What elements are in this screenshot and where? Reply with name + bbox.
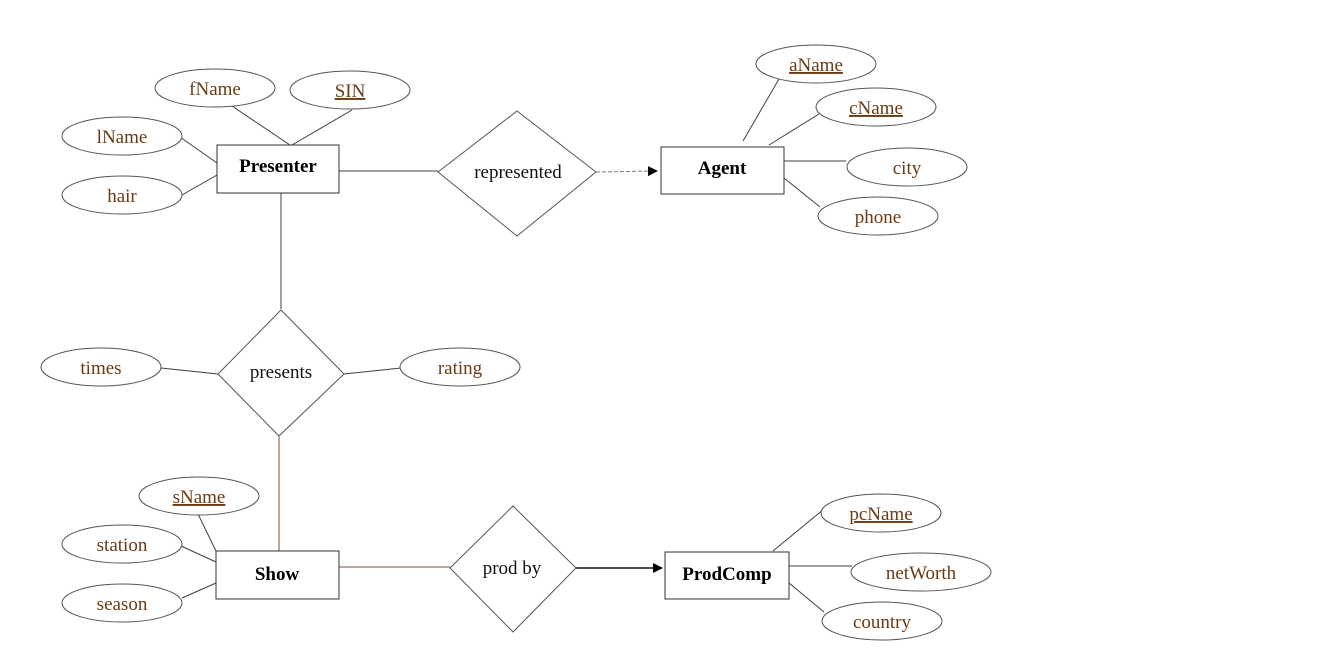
attribute-season-ellipse [61,583,183,623]
attribute-aname-label: aName [789,55,843,76]
connector-aname-agent [742,78,780,142]
attribute-sname-ellipse [138,476,260,516]
connector-lname-presenter [179,136,218,164]
attribute-sname-label: sName [173,487,226,508]
attribute-rating: rating [399,347,521,387]
connector-rating-presents [343,367,402,375]
attribute-phone: phone [817,196,939,236]
attribute-sin-label: SIN [335,81,366,102]
entity-show-label: Show [255,564,300,585]
connector-pcname-prodcomp [772,508,825,552]
relationship-prodby-diamond [449,505,577,633]
attribute-fname: fName [154,68,276,108]
connector-represented-agent [595,166,658,177]
relationship-represented-label: represented [474,162,562,183]
connector-phone-agent [783,177,821,208]
connector-cname-agent [768,113,820,146]
attribute-season: season [61,583,183,623]
connector-sin-presenter [291,109,353,146]
attribute-hair-label: hair [107,186,137,207]
attribute-aname: aName [755,44,877,84]
relationship-represented: represented [437,110,597,237]
entity-agent-box [660,146,785,195]
attribute-rating-ellipse [399,347,521,387]
connectors [160,78,852,613]
attribute-city-label: city [893,158,922,179]
attribute-networth-ellipse [850,552,992,592]
connector-season-show [181,582,217,599]
attribute-station-label: station [97,535,148,556]
attribute-cname-ellipse [815,87,937,127]
relationship-presents-label: presents [250,362,312,383]
attribute-sin: SIN [289,70,411,110]
attribute-lname-label: lName [97,127,148,148]
attribute-networth: netWorth [850,552,992,592]
entity-agent: Agent [660,146,785,195]
relationship-prodby-label: prod by [483,558,542,579]
attribute-station: station [61,524,183,564]
attribute-pcname-label: pcName [849,504,912,525]
attribute-lname-ellipse [61,116,183,156]
entity-prodcomp: ProdComp [664,551,790,600]
attribute-rating-label: rating [438,358,483,379]
attribute-season-label: season [97,594,148,615]
entity-agent-label: Agent [698,158,747,179]
connector-country-prodcomp [788,582,825,613]
attribute-times: times [40,347,162,387]
entity-show: Show [215,550,340,600]
attribute-country-ellipse [821,601,943,641]
entity-prodcomp-label: ProdComp [682,564,771,585]
attribute-city: city [846,147,968,187]
attribute-city-ellipse [846,147,968,187]
attribute-cname-label: cName [849,98,903,119]
attribute-hair: hair [61,175,183,215]
relationship-prodby: prod by [449,505,577,633]
attribute-lname: lName [61,116,183,156]
attribute-pcname: pcName [820,493,942,533]
attribute-phone-ellipse [817,196,939,236]
attribute-aname-ellipse [755,44,877,84]
attribute-phone-label: phone [855,207,901,228]
entity-presenter-box [216,144,340,194]
connector-sname-show [197,513,217,552]
connector-hair-presenter [181,174,218,196]
attribute-country: country [821,601,943,641]
entity-presenter: Presenter [216,144,340,194]
attribute-pcname-ellipse [820,493,942,533]
attribute-sin-ellipse [289,70,411,110]
entity-presenter-label: Presenter [239,156,317,177]
attribute-fname-label: fName [189,79,241,100]
connector-station-show [180,545,217,563]
relationship-presents-diamond [217,309,345,437]
attribute-station-ellipse [61,524,183,564]
attribute-networth-label: netWorth [886,563,957,584]
entity-show-box [215,550,340,600]
connector-times-presents [160,367,219,375]
attribute-country-label: country [853,612,912,633]
attribute-times-label: times [80,358,121,379]
attribute-cname: cName [815,87,937,127]
relationship-presents: presents [217,309,345,437]
attribute-hair-ellipse [61,175,183,215]
connector-fname-presenter [231,105,291,146]
relationship-represented-diamond [437,110,597,237]
attribute-sname: sName [138,476,260,516]
entity-prodcomp-box [664,551,790,600]
attribute-times-ellipse [40,347,162,387]
attribute-fname-ellipse [154,68,276,108]
